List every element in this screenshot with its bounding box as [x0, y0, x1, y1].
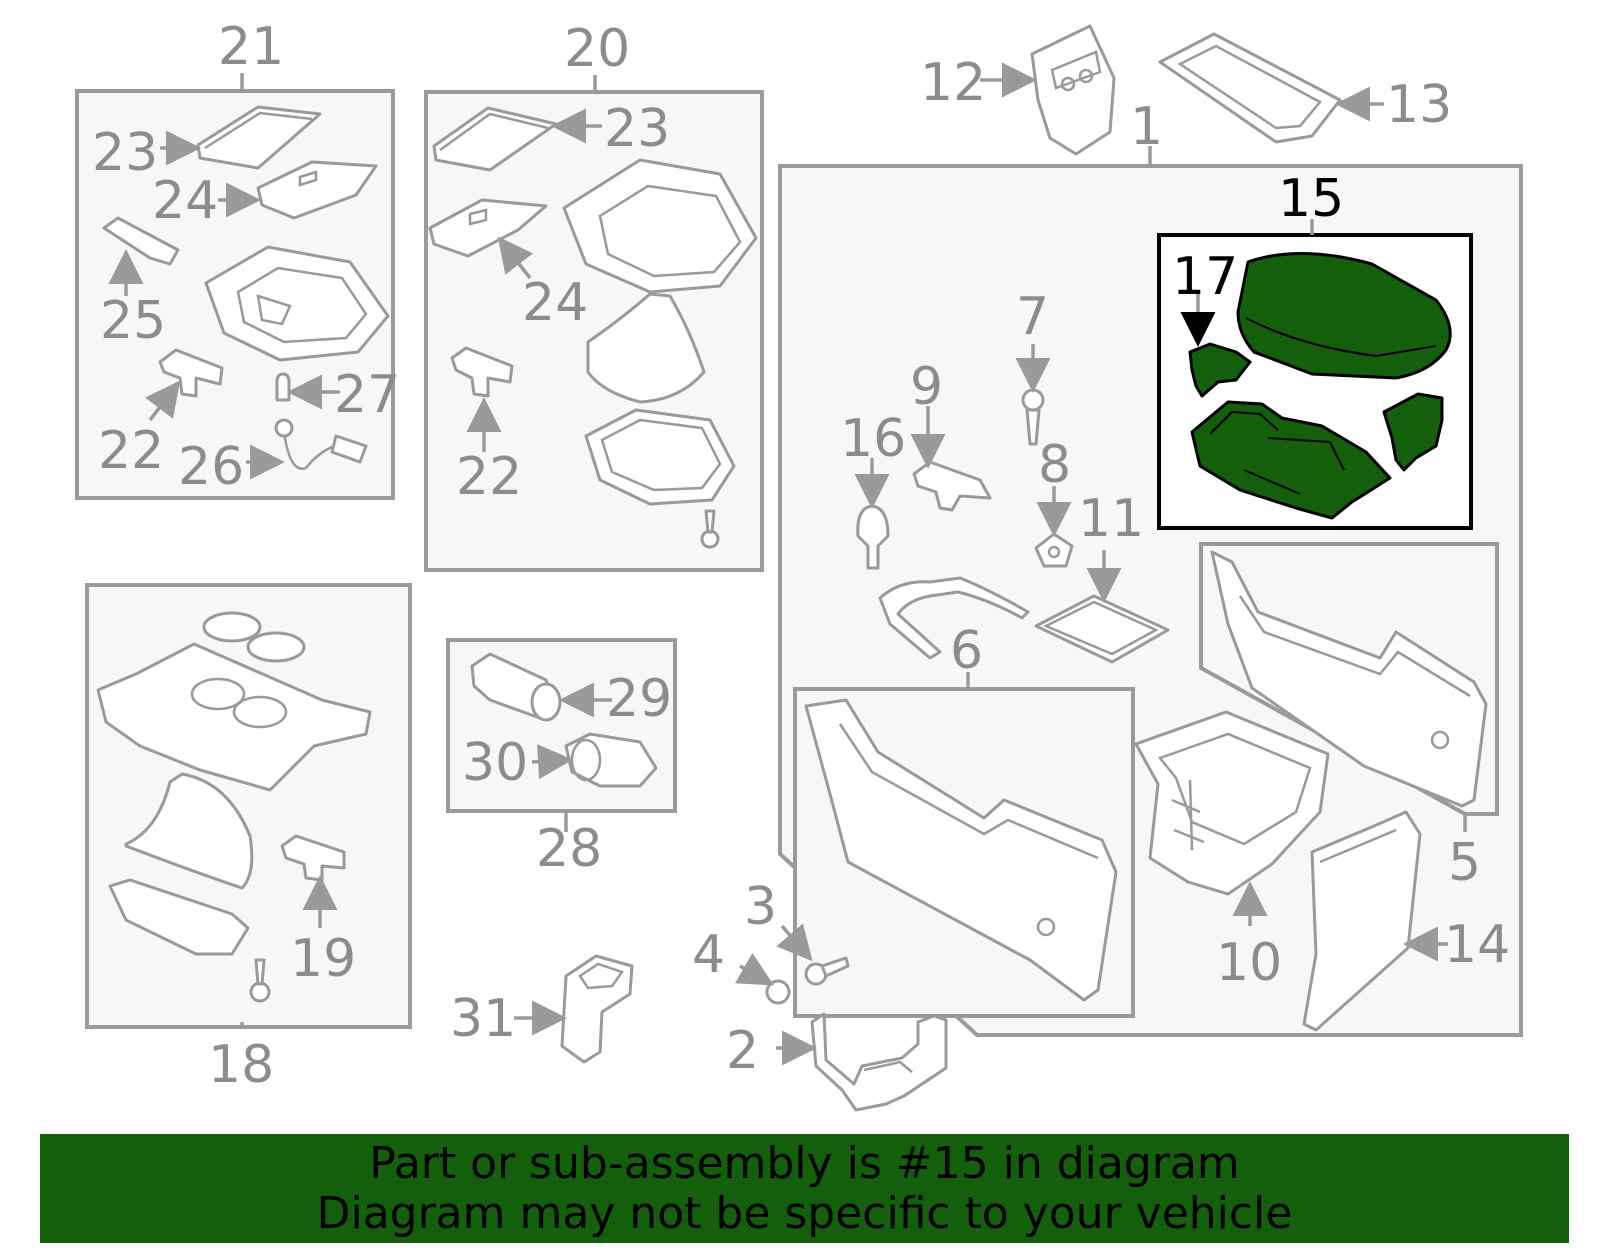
- callout-24-left: 24: [152, 171, 218, 231]
- part-15-bin-tray: [1190, 400, 1392, 520]
- part-shifter-panel-left: [204, 245, 390, 362]
- part-13-tray: [1158, 32, 1342, 144]
- part-tray-insert: [108, 878, 250, 956]
- info-banner: Part or sub-assembly is #15 in diagram D…: [40, 1134, 1569, 1243]
- callout-10: 10: [1216, 933, 1282, 993]
- part-screw-20: [700, 509, 720, 549]
- callout-14: 14: [1444, 915, 1510, 975]
- part-26-wire: [274, 418, 368, 470]
- part-15-armrest-lid: [1236, 252, 1452, 380]
- callout-22-right: 22: [456, 447, 522, 507]
- callout-7: 7: [1016, 287, 1049, 347]
- callout-23-right: 23: [604, 99, 670, 159]
- banner-line-2: Diagram may not be specific to your vehi…: [316, 1187, 1293, 1239]
- callout-12: 12: [920, 53, 986, 113]
- part-12-bracket: [1030, 24, 1116, 156]
- part-cupholder-liner: [124, 772, 254, 890]
- callout-8: 8: [1038, 435, 1071, 495]
- part-screw-18: [249, 958, 271, 1003]
- part-cupholder-panel: [96, 642, 372, 792]
- callout-24-right: 24: [522, 273, 588, 333]
- part-24-bezel-left: [256, 160, 378, 220]
- part-22-clip-left: [158, 348, 224, 398]
- callout-20: 20: [564, 19, 630, 79]
- part-27-bulb: [275, 372, 291, 402]
- callout-17: 17: [1172, 247, 1238, 307]
- callout-4: 4: [692, 925, 725, 985]
- group-box-18: [85, 583, 412, 1029]
- part-24-bezel-right: [428, 198, 548, 258]
- part-22-clip-right: [450, 346, 514, 398]
- part-31-switch: [560, 954, 634, 1064]
- callout-25: 25: [100, 291, 166, 351]
- callout-9: 9: [910, 357, 943, 417]
- callout-16: 16: [840, 409, 906, 469]
- part-3-screw: [804, 956, 850, 986]
- part-11-pad: [1034, 594, 1170, 664]
- part-6-bracket-wire: [878, 576, 1030, 660]
- part-30-socket-ring: [564, 732, 658, 788]
- part-19-clip: [280, 834, 346, 882]
- callout-22-left: 22: [98, 421, 164, 481]
- callout-3: 3: [744, 877, 777, 937]
- callout-28: 28: [536, 819, 602, 879]
- part-shift-boot: [586, 292, 706, 404]
- part-cup-rings: [202, 611, 306, 663]
- callout-5: 5: [1448, 833, 1481, 893]
- callout-23-left: 23: [92, 123, 158, 183]
- callout-13: 13: [1386, 75, 1452, 135]
- callout-30: 30: [462, 733, 528, 793]
- callout-29: 29: [606, 669, 672, 729]
- leader-lines: [108, 62, 1467, 1066]
- part-10-console-body: [1134, 710, 1330, 896]
- callout-15: 15: [1278, 169, 1344, 229]
- callout-6: 6: [950, 621, 983, 681]
- callout-11: 11: [1078, 489, 1144, 549]
- callout-26: 26: [178, 437, 244, 497]
- part-shifter-panel-right: [562, 158, 758, 294]
- part-2-bracket: [810, 1012, 948, 1112]
- part-6-side-panel: [804, 698, 1118, 1002]
- part-15-hinge-bracket: [1382, 392, 1444, 472]
- callout-21: 21: [218, 17, 284, 77]
- part-shift-bezel: [584, 408, 736, 506]
- part-17-latch: [1188, 342, 1252, 398]
- part-9-clip: [912, 460, 992, 512]
- callout-18: 18: [208, 1035, 274, 1095]
- part-23-cover-right: [432, 106, 558, 172]
- callout-2: 2: [726, 1021, 759, 1081]
- part-4-clip: [765, 979, 791, 1005]
- banner-line-1: Part or sub-assembly is #15 in diagram: [369, 1137, 1240, 1189]
- callout-27: 27: [334, 365, 400, 425]
- callout-31: 31: [450, 989, 516, 1049]
- part-29-socket: [470, 652, 562, 722]
- callout-1: 1: [1130, 97, 1163, 157]
- callout-19: 19: [290, 929, 356, 989]
- part-5-side-panel: [1210, 550, 1488, 808]
